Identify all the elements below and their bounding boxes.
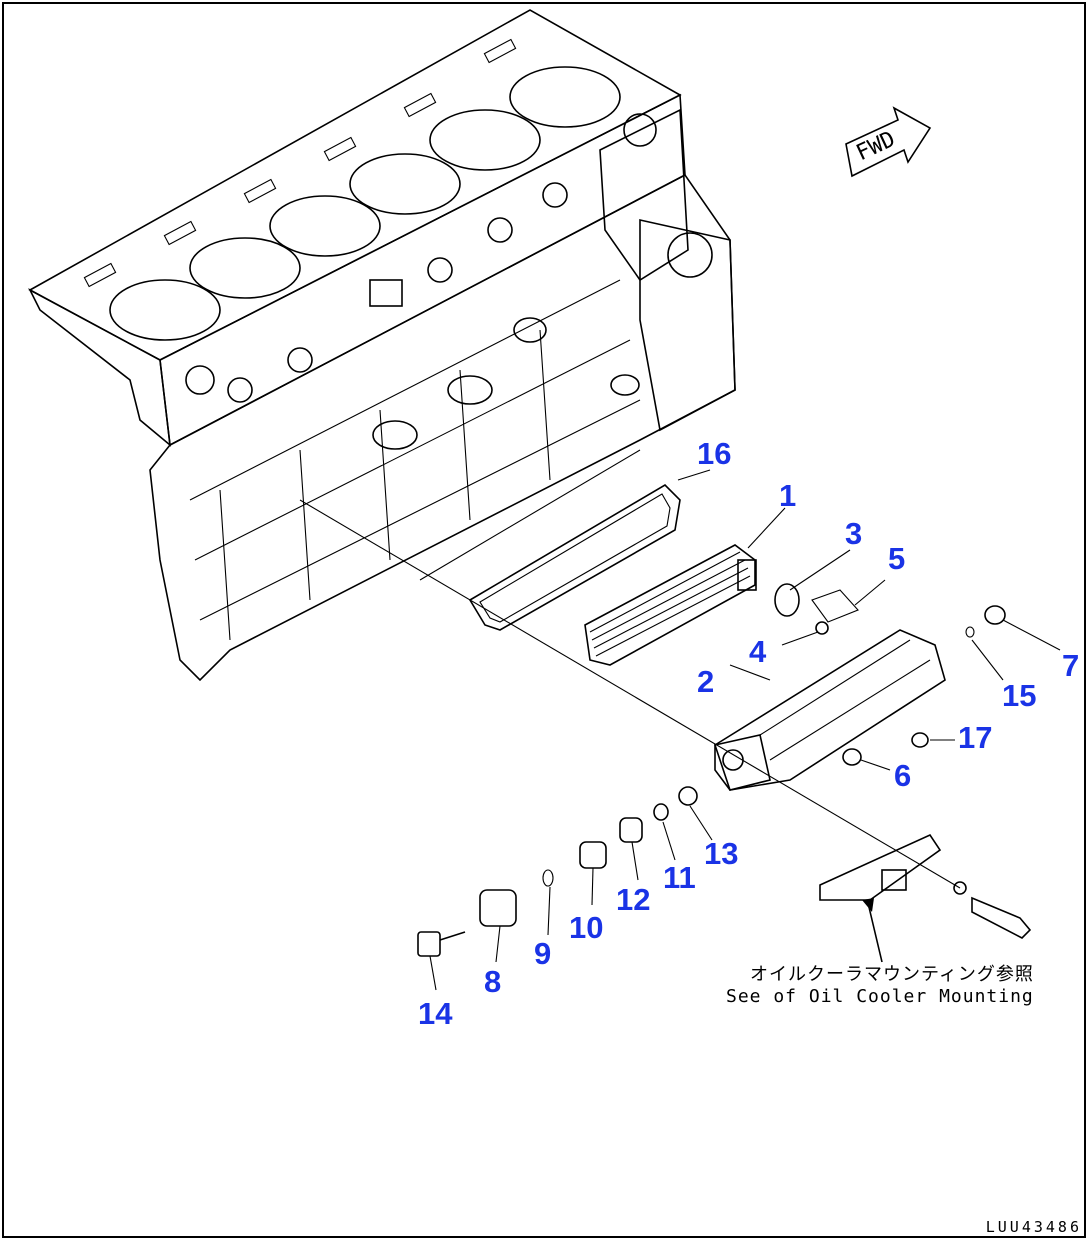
callout-1: 1 [779, 478, 797, 513]
callout-11: 11 [663, 860, 696, 895]
gasket-16 [468, 483, 681, 631]
callout-12: 12 [616, 882, 651, 917]
callout-14: 14 [418, 996, 453, 1031]
o-ring-15 [965, 626, 975, 638]
cylinder-block [28, 9, 736, 682]
callout-7: 7 [1062, 648, 1080, 683]
callout-6: 6 [894, 758, 912, 793]
callout-16: 16 [697, 436, 732, 471]
plug-17 [911, 732, 929, 748]
oil-cooler-element-1 [584, 544, 757, 666]
callout-5: 5 [888, 541, 906, 576]
callout-10: 10 [569, 910, 604, 945]
gasket-3 [774, 583, 800, 617]
forward-direction-indicator: FWD [842, 106, 934, 186]
callout-15: 15 [1002, 678, 1037, 713]
fwd-arrow-icon [845, 106, 932, 178]
callout-8: 8 [484, 964, 502, 999]
callout-9: 9 [534, 936, 552, 971]
callout-4: 4 [749, 634, 767, 669]
small-parts [417, 786, 698, 957]
callout-17: 17 [958, 720, 993, 755]
plug-7 [984, 605, 1006, 625]
mounting-bracket [819, 833, 1032, 939]
oil-cooler-cover-2 [713, 629, 946, 791]
callout-13: 13 [704, 836, 739, 871]
callout-2: 2 [697, 664, 715, 699]
washer-6 [842, 748, 862, 766]
drawing-code: LUU43486 [985, 1218, 1082, 1236]
leader-lines [299, 449, 1061, 991]
o-ring-set-5 [811, 589, 859, 623]
callout-3: 3 [845, 516, 863, 551]
o-ring-4 [815, 621, 829, 635]
note-english: See of Oil Cooler Mounting [726, 986, 1034, 1007]
note-japanese: オイルクーラマウンティング参照 [750, 964, 1034, 985]
